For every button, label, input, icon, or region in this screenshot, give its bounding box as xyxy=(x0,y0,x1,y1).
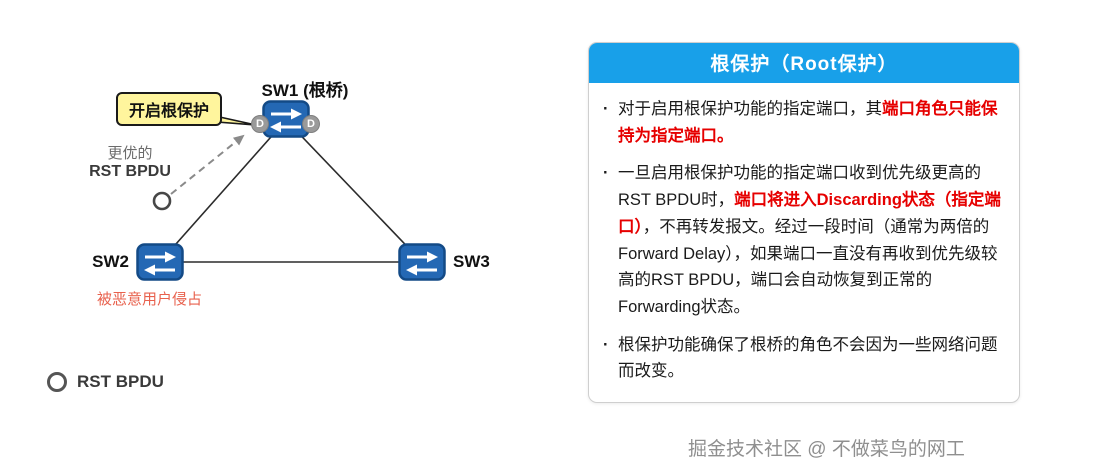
topology-lines xyxy=(47,110,423,392)
bullet-item-1: · 对于启用根保护功能的指定端口，其端口角色只能保持为指定端口。 xyxy=(601,96,1005,149)
link-sw1-sw2 xyxy=(159,119,287,263)
sw2-switch-icon xyxy=(136,243,184,281)
sw3-switch-icon xyxy=(398,243,446,281)
bullet-list: · 对于启用根保护功能的指定端口，其端口角色只能保持为指定端口。 · 一旦启用根保护… xyxy=(601,96,1005,385)
bullet-text: ，不再转发报文。经过一段时间（通常为两倍的Forward Delay），如果端口… xyxy=(618,217,998,317)
panel-title: 根保护（Root保护） xyxy=(589,43,1019,83)
root-protection-callout: 开启根保护 xyxy=(116,92,223,126)
bullet-text-emphasis: 端口将进入Discarding状态（指定端口） xyxy=(618,191,1001,236)
bullet-item-3: · 根保护功能确保了根桥的角色不会因为一些网络问题而改变。 xyxy=(601,332,1005,385)
link-sw1-sw3 xyxy=(285,119,423,263)
rst-bpdu-marker xyxy=(152,191,172,211)
sw2-compromised-status: 被恶意用户侵占 xyxy=(97,291,203,308)
legend-rst-bpdu-label: RST BPDU xyxy=(77,372,164,391)
better-bpdu-note-line1: 更优的 xyxy=(107,145,153,162)
bullet-marker: · xyxy=(603,164,609,183)
bullet-marker: · xyxy=(603,335,609,354)
sw1-port-right-designated: D xyxy=(302,115,320,133)
panel-body: · 对于启用根保护功能的指定端口，其端口角色只能保持为指定端口。 · 一旦启用根保护… xyxy=(589,83,1019,402)
sw1-label: SW1 (根桥) xyxy=(261,81,349,100)
bullet-marker: · xyxy=(603,100,609,118)
sw1-port-left-designated: D xyxy=(251,115,269,133)
better-bpdu-note: 更优的 RST BPDU xyxy=(86,142,174,181)
bullet-text: 对于启用根保护功能的指定端口，其 xyxy=(618,100,882,118)
bpdu-dashed-arrow xyxy=(170,134,245,195)
bullet-text: 根保护功能确保了根桥的角色不会因为一些网络问题而改变。 xyxy=(618,335,998,381)
bullet-item-2: · 一旦启用根保护功能的指定端口收到优先级更高的RST BPDU时，端口将进入Di… xyxy=(601,160,1005,320)
legend-rst-bpdu-icon xyxy=(47,372,67,392)
root-protection-panel: 根保护（Root保护） · 对于启用根保护功能的指定端口，其端口角色只能保持为指定… xyxy=(588,42,1020,404)
bullet-text-emphasis: 端口角色只能保持为指定端口。 xyxy=(618,100,998,145)
sw3-label: SW3 xyxy=(453,252,490,271)
watermark: 掘金技术社区 @ 不做菜鸟的网工 xyxy=(688,439,965,460)
better-bpdu-note-line2: RST BPDU xyxy=(89,163,171,180)
sw2-label: SW2 xyxy=(92,252,129,271)
bullet-text: 一旦启用根保护功能的指定端口收到优先级更高的RST BPDU时， xyxy=(618,164,981,210)
